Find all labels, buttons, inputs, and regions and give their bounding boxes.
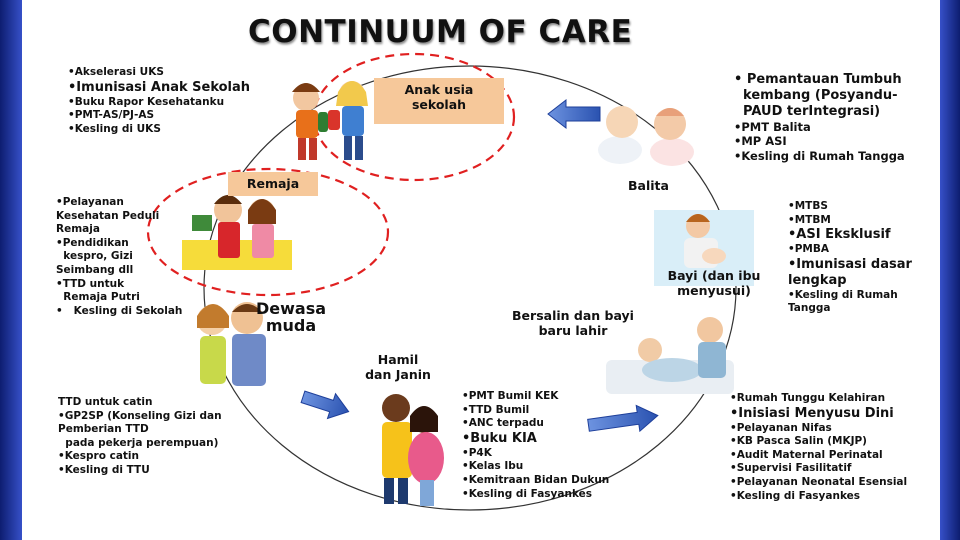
list-item: •ANC terpadu xyxy=(462,417,609,431)
label-remaja: Remaja xyxy=(228,172,318,196)
label-line: baru lahir xyxy=(498,323,648,338)
label-line: dan Janin xyxy=(356,367,440,382)
list-item: •Kemitraan Bidan Dukun xyxy=(462,474,609,488)
list-item: •MTBM xyxy=(788,214,912,228)
list-bayi: •MTBS •MTBM •ASI Eksklusif •PMBA •Imunis… xyxy=(788,200,912,316)
list-item: •KB Pasca Salin (MKJP) xyxy=(730,435,907,449)
label-line: sekolah xyxy=(374,97,504,112)
list-item: •Kesling di UKS xyxy=(68,123,250,137)
list-item: •Kesling di Rumah xyxy=(788,289,912,303)
list-item: kespro, Gizi xyxy=(56,250,182,264)
arrow-balita-to-anak xyxy=(548,100,600,128)
arrow-dewasa-to-hamil xyxy=(299,384,353,424)
list-item: •Rumah Tunggu Kelahiran xyxy=(730,392,907,406)
list-item: Remaja Putri xyxy=(56,291,182,305)
hamil-illustration xyxy=(382,394,444,506)
list-item: •Audit Maternal Perinatal xyxy=(730,449,907,463)
list-item: •Imunisasi Anak Sekolah xyxy=(68,80,250,96)
list-item: •Buku KIA xyxy=(462,431,609,447)
list-item: kembang (Posyandu- xyxy=(734,88,905,104)
label-hamil: Hamil dan Janin xyxy=(356,352,440,382)
frame-right xyxy=(940,0,960,540)
list-item: Tangga xyxy=(788,302,912,316)
list-item: Seimbang dll xyxy=(56,264,182,278)
label-line: menyusui) xyxy=(662,283,766,298)
list-item: •Buku Rapor Kesehatanku xyxy=(68,96,250,110)
slide: CONTINUUM OF CARE •Akselerasi UKS •Imuni… xyxy=(22,0,940,540)
list-item: Pemberian TTD xyxy=(58,423,222,437)
label-bersalin: Bersalin dan bayi baru lahir xyxy=(498,308,648,338)
list-item: •MP ASI xyxy=(734,134,905,148)
list-item: •TTD untuk xyxy=(56,278,182,292)
frame-left xyxy=(0,0,22,540)
list-item: pada pekerja perempuan) xyxy=(58,437,222,451)
list-item: •MTBS xyxy=(788,200,912,214)
page-title: CONTINUUM OF CARE xyxy=(248,14,632,50)
label-dewasa: Dewasa muda xyxy=(256,300,326,334)
list-item: •PMT-AS/PJ-AS xyxy=(68,109,250,123)
label-line: Hamil xyxy=(356,352,440,367)
list-item: •Kelas Ibu xyxy=(462,460,609,474)
list-item: Kesehatan Peduli xyxy=(56,210,182,224)
list-item: lengkap xyxy=(788,273,912,289)
list-item: •PMBA xyxy=(788,243,912,257)
label-line: Anak usia xyxy=(374,82,504,97)
label-line: Bersalin dan bayi xyxy=(498,308,648,323)
list-item: •P4K xyxy=(462,447,609,461)
list-item: PAUD terIntegrasi) xyxy=(734,104,905,120)
list-item: •Kespro catin xyxy=(58,450,222,464)
label-anak-sekolah: Anak usia sekolah xyxy=(374,78,504,124)
list-item: •Kesling di TTU xyxy=(58,464,222,478)
list-item: •PMT Bumil KEK xyxy=(462,390,609,404)
list-dewasa: TTD untuk catin •GP2SP (Konseling Gizi d… xyxy=(58,396,222,478)
list-item: Remaja xyxy=(56,223,182,237)
list-item: •Kesling di Fasyankes xyxy=(730,490,907,504)
label-bayi: Bayi (dan ibu menyusui) xyxy=(662,268,766,298)
list-hamil: •PMT Bumil KEK •TTD Bumil •ANC terpadu •… xyxy=(462,390,609,501)
list-item: •Inisiasi Menyusu Dini xyxy=(730,406,907,422)
label-line: Dewasa xyxy=(256,300,326,317)
list-item: •Imunisasi dasar xyxy=(788,257,912,273)
list-item: •Supervisi Fasilitatif xyxy=(730,462,907,476)
list-item: •PMT Balita xyxy=(734,120,905,134)
school-children-illustration xyxy=(292,81,368,160)
list-item: • Pemantauan Tumbuh xyxy=(734,72,905,88)
list-item: •ASI Eksklusif xyxy=(788,227,912,243)
label-line: Bayi (dan ibu xyxy=(662,268,766,283)
label-balita: Balita xyxy=(628,178,669,193)
list-item: •GP2SP (Konseling Gizi dan xyxy=(58,410,222,424)
list-item: •Pelayanan Neonatal Esensial xyxy=(730,476,907,490)
list-item: •Kesling di Rumah Tangga xyxy=(734,149,905,163)
list-remaja: •Pelayanan Kesehatan Peduli Remaja •Pend… xyxy=(56,196,182,318)
list-item: • Kesling di Sekolah xyxy=(56,305,182,319)
list-item: •Pelayanan Nifas xyxy=(730,422,907,436)
list-balita: • Pemantauan Tumbuh kembang (Posyandu- P… xyxy=(734,72,905,163)
balita-illustration xyxy=(598,106,694,166)
list-anak-sekolah: •Akselerasi UKS •Imunisasi Anak Sekolah … xyxy=(68,66,250,136)
list-item: •Pelayanan xyxy=(56,196,182,210)
remaja-illustration xyxy=(182,195,292,270)
list-item: •TTD Bumil xyxy=(462,404,609,418)
list-item: •Akselerasi UKS xyxy=(68,66,250,80)
list-item: •Pendidikan xyxy=(56,237,182,251)
list-item: •Kesling di Fasyankes xyxy=(462,488,609,502)
label-line: muda xyxy=(256,317,326,334)
list-bersalin: •Rumah Tunggu Kelahiran •Inisiasi Menyus… xyxy=(730,392,907,503)
list-item: TTD untuk catin xyxy=(58,396,222,410)
